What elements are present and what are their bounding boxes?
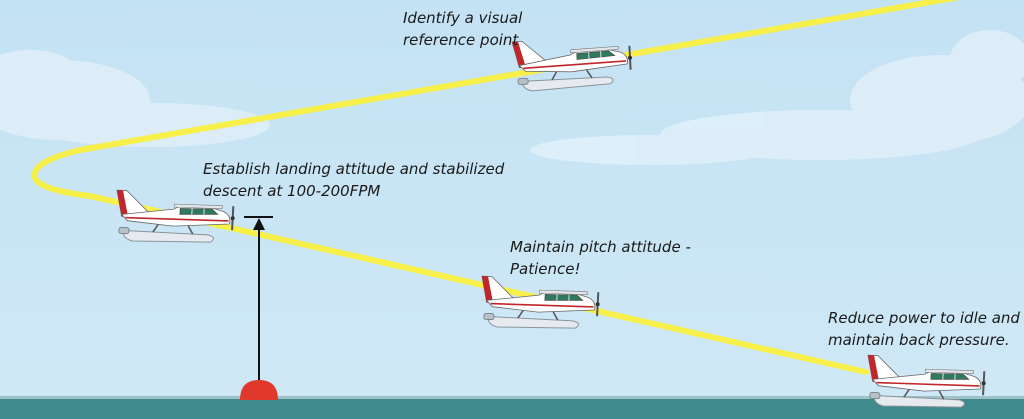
clouds <box>0 30 1024 165</box>
label-pitch-attitude: Maintain pitch attitude - Patience! <box>510 236 691 280</box>
shoreline <box>0 396 1024 399</box>
label-visual-reference: Identify a visual reference point <box>403 7 522 51</box>
label-reduce-power: Reduce power to idle and maintain back p… <box>828 307 1020 351</box>
label-line: Identify a visual <box>403 9 523 27</box>
sky <box>0 0 1024 400</box>
label-line: Maintain pitch attitude - <box>510 238 691 256</box>
label-line: descent at 100-200FPM <box>203 182 381 200</box>
label-line: reference point <box>403 31 519 49</box>
buoy <box>240 380 278 400</box>
label-line: maintain back pressure. <box>828 331 1010 349</box>
approach-path <box>31 0 960 375</box>
label-landing-attitude: Establish landing attitude and stabilize… <box>203 158 504 202</box>
water <box>0 398 1024 419</box>
label-line: Establish landing attitude and stabilize… <box>203 160 505 178</box>
label-line: Reduce power to idle and <box>828 309 1020 327</box>
arrow-up-icon <box>253 218 265 230</box>
label-line: Patience! <box>510 260 581 278</box>
